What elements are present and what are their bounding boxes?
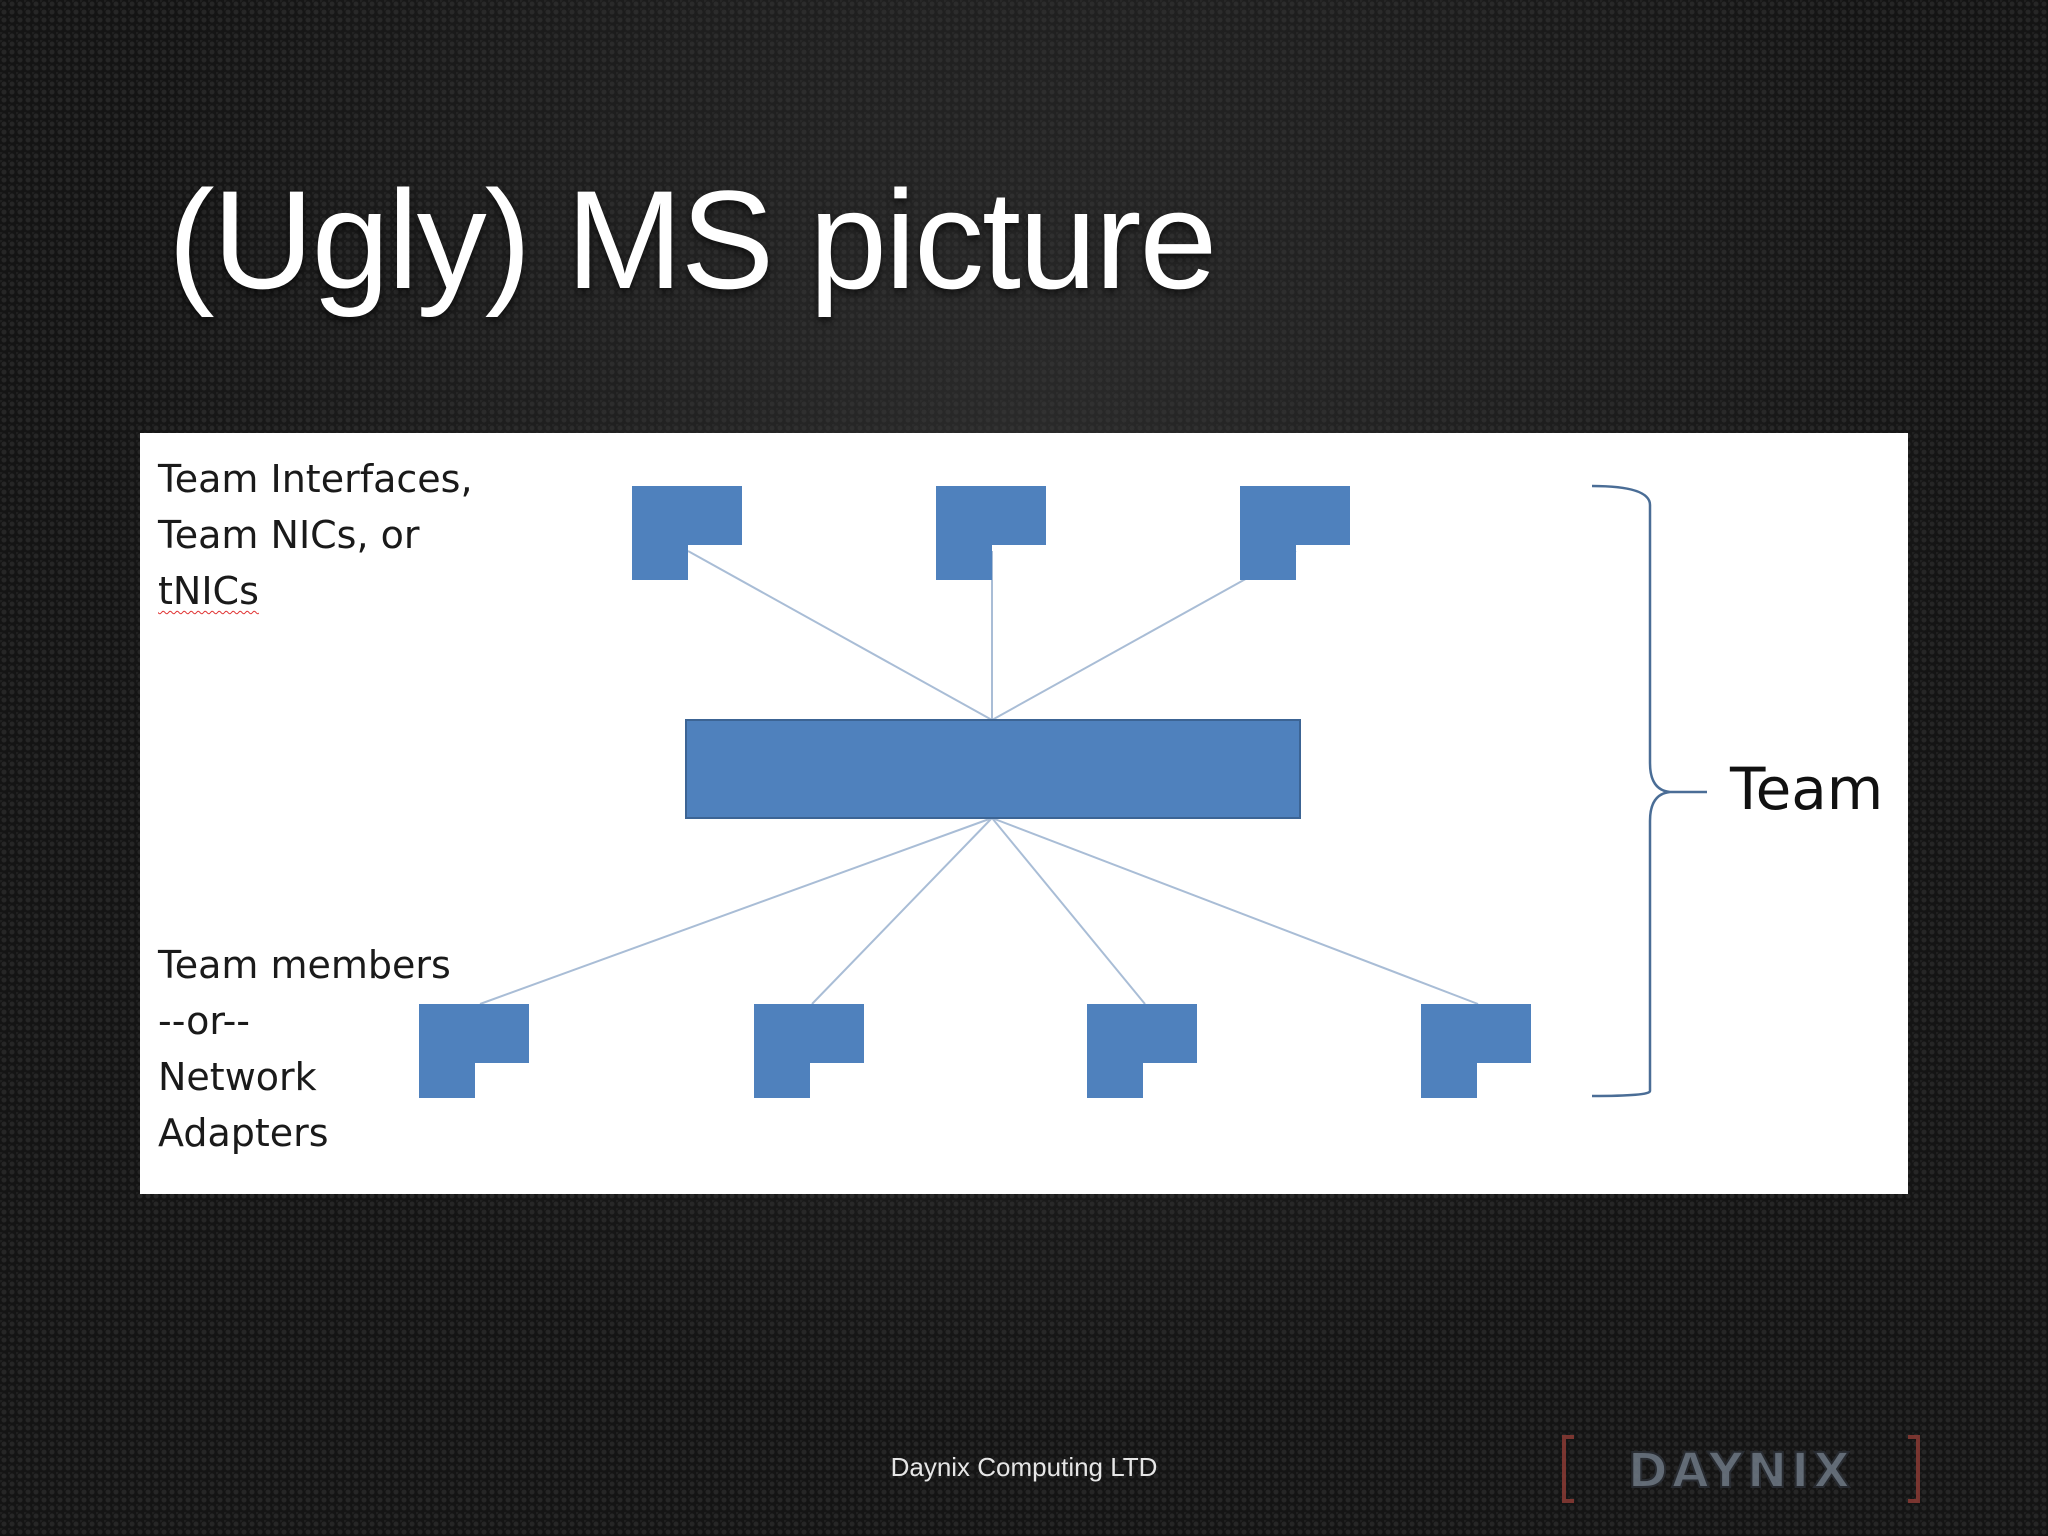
team-label: Team	[1730, 755, 1884, 823]
team-members-label-line-4: Adapters	[158, 1111, 329, 1155]
member-connector-2	[811, 817, 993, 1005]
team-interfaces-label-line-3: tNICs	[158, 569, 259, 613]
logo-bracket-left	[1562, 1435, 1574, 1503]
tnic-nodes	[632, 486, 1350, 580]
logo-bracket-right	[1908, 1435, 1920, 1503]
slide-title: (Ugly) MS picture	[168, 161, 1217, 318]
member-connector-lines	[479, 817, 1479, 1005]
logo-wordmark: DAYNIX	[1628, 1443, 1854, 1499]
member-node-4	[1421, 1004, 1531, 1098]
team-members-label-line-1: Team members	[158, 943, 451, 987]
tnic-connector-1	[687, 550, 993, 721]
diagram-image: Team Interfaces, Team NICs, or tNICs Tea…	[140, 433, 1908, 1194]
member-node-3	[1087, 1004, 1197, 1098]
team-members-label: Team members --or-- Network Adapters	[158, 937, 451, 1161]
member-connector-4	[991, 817, 1479, 1005]
member-node-1	[419, 1004, 529, 1098]
member-connector-1	[479, 817, 993, 1005]
tnic-node-3	[1240, 486, 1350, 580]
tnic-node-2	[936, 486, 1046, 580]
footer-company-name: Daynix Computing LTD	[890, 1452, 1158, 1482]
tnic-node-1	[632, 486, 742, 580]
member-node-2	[754, 1004, 864, 1098]
team-brace	[1591, 484, 1707, 1098]
team-interfaces-label-line-1: Team Interfaces,	[158, 457, 473, 501]
member-nodes	[419, 1004, 1531, 1098]
team-interfaces-label-line-2: Team NICs, or	[158, 513, 420, 557]
team-bar	[685, 719, 1301, 819]
daynix-logo: DAYNIX	[1562, 1435, 1920, 1503]
member-connector-3	[991, 817, 1146, 1005]
network-team-diagram	[419, 484, 1707, 1098]
team-members-label-line-2: --or--	[158, 999, 250, 1043]
team-members-label-line-3: Network	[158, 1055, 317, 1099]
team-interfaces-label: Team Interfaces, Team NICs, or tNICs	[158, 451, 473, 619]
